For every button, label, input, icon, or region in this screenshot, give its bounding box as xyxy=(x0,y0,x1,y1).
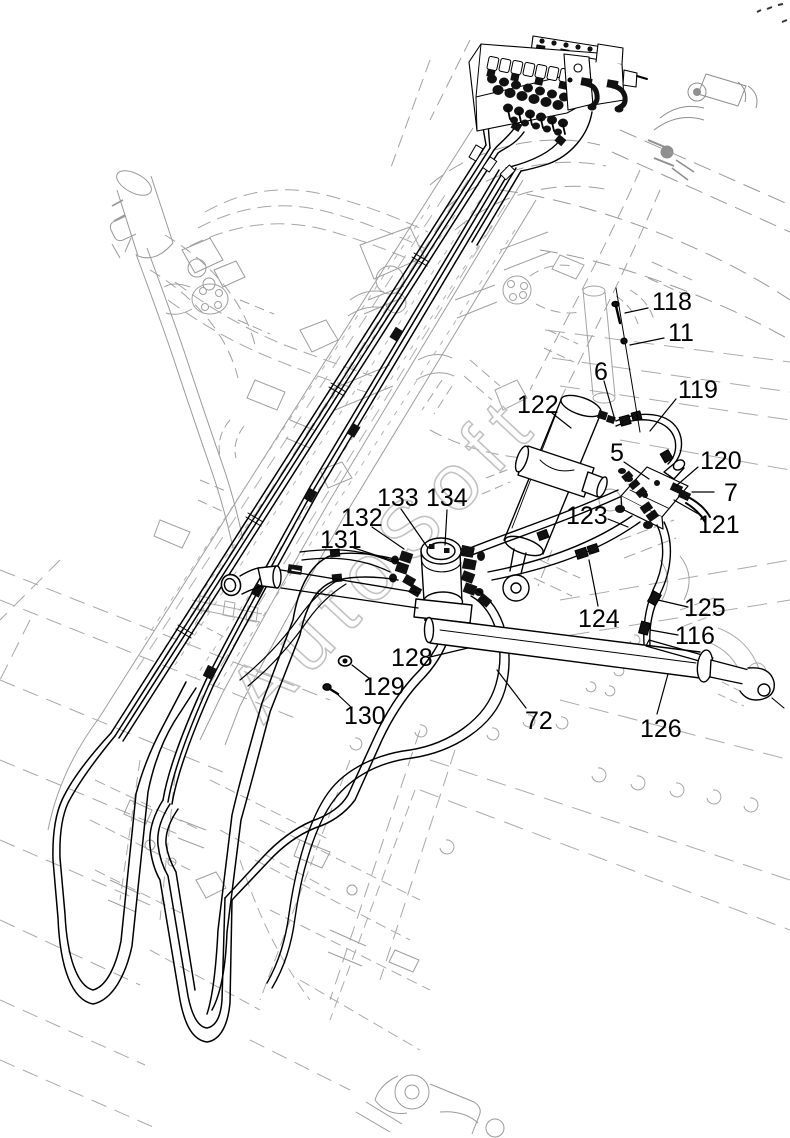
svg-text:124: 124 xyxy=(578,605,620,633)
svg-text:128: 128 xyxy=(391,644,433,672)
svg-text:5: 5 xyxy=(610,439,624,467)
svg-text:11: 11 xyxy=(668,319,694,347)
svg-text:129: 129 xyxy=(363,673,405,701)
svg-text:130: 130 xyxy=(344,702,386,730)
svg-text:122: 122 xyxy=(517,391,559,419)
svg-text:121: 121 xyxy=(698,511,740,539)
svg-text:118: 118 xyxy=(652,288,692,316)
svg-text:133: 133 xyxy=(377,484,419,512)
svg-text:134: 134 xyxy=(426,484,468,512)
svg-text:125: 125 xyxy=(684,594,726,622)
svg-text:119: 119 xyxy=(678,376,718,404)
svg-text:72: 72 xyxy=(525,707,553,735)
svg-text:6: 6 xyxy=(594,358,608,386)
svg-text:123: 123 xyxy=(566,502,608,530)
svg-text:126: 126 xyxy=(640,715,682,743)
svg-text:120: 120 xyxy=(700,447,742,475)
svg-text:131: 131 xyxy=(320,526,362,554)
svg-text:132: 132 xyxy=(341,504,383,532)
svg-text:7: 7 xyxy=(724,479,738,507)
svg-text:116: 116 xyxy=(675,622,715,650)
